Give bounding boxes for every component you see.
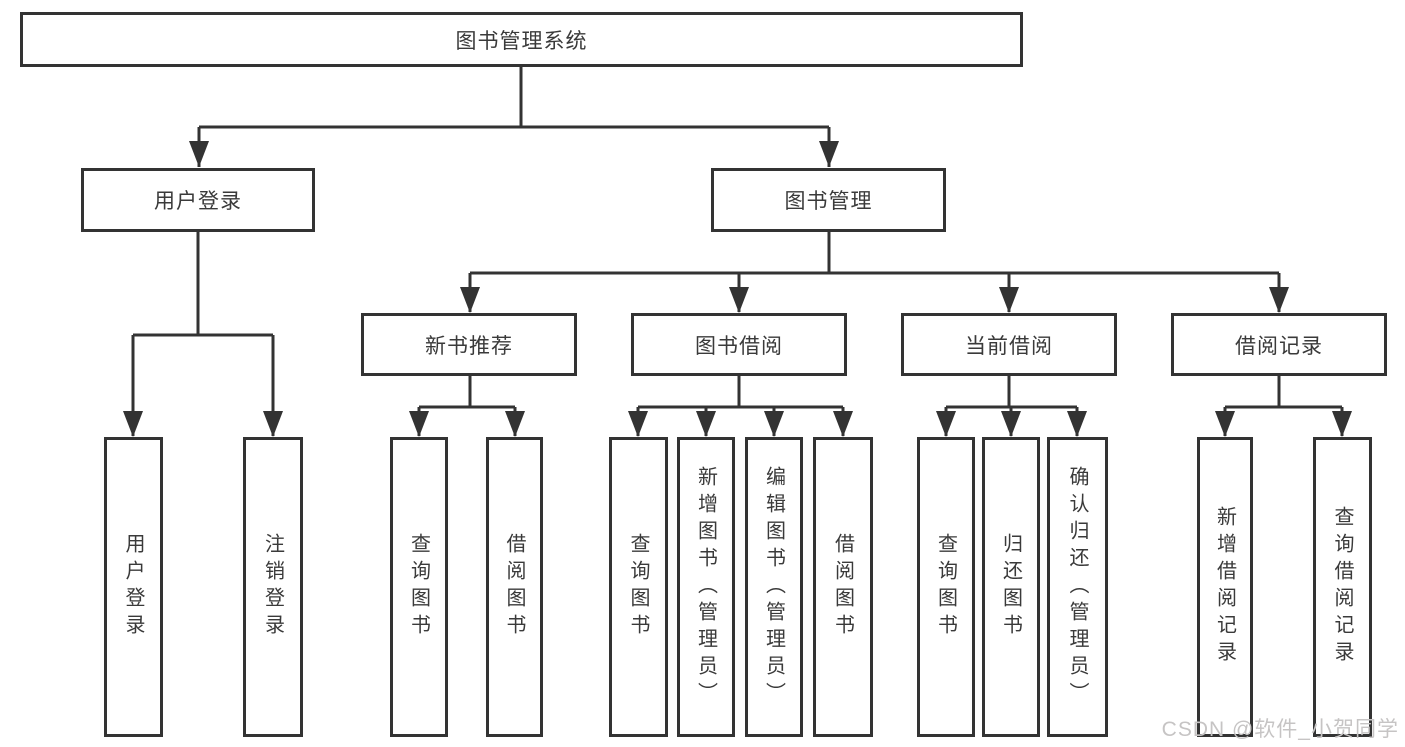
leaf-add-borrow-record-label: 新增借阅记录 bbox=[1213, 506, 1236, 668]
arrowhead-icon bbox=[729, 287, 749, 313]
leaf-edit-books-admin-label: 编辑图书（管理员） bbox=[762, 465, 785, 709]
leaf-query-books-borrow: 查询图书 bbox=[609, 437, 668, 737]
connector-root-to-level2 bbox=[197, 67, 831, 167]
arrowhead-icon bbox=[409, 411, 429, 437]
leaf-add-books-admin: 新增图书（管理员） bbox=[677, 437, 735, 737]
arrowhead-icon bbox=[1067, 411, 1087, 437]
leaf-add-borrow-record: 新增借阅记录 bbox=[1197, 437, 1253, 737]
leaf-query-books-borrow-label: 查询图书 bbox=[627, 533, 649, 641]
leaf-query-books-recommend: 查询图书 bbox=[390, 437, 448, 737]
node-book-management-label: 图书管理 bbox=[784, 190, 873, 213]
arrowhead-icon bbox=[1332, 411, 1352, 437]
leaf-query-borrow-record-label: 查询借阅记录 bbox=[1331, 506, 1353, 668]
connector-newbookrec-children bbox=[417, 376, 517, 436]
leaf-return-books: 归还图书 bbox=[982, 437, 1040, 737]
leaf-user-login: 用户登录 bbox=[104, 437, 163, 737]
node-book-management: 图书管理 bbox=[711, 168, 946, 232]
node-borrowing-records-label: 借阅记录 bbox=[1235, 334, 1323, 358]
leaf-borrow-books-recommend: 借阅图书 bbox=[486, 437, 543, 737]
node-root-label: 图书管理系统 bbox=[455, 29, 588, 53]
leaf-borrow-books: 借阅图书 bbox=[813, 437, 873, 737]
arrowhead-icon bbox=[936, 411, 956, 437]
arrowhead-icon bbox=[764, 411, 784, 437]
node-book-borrowing-label: 图书借阅 bbox=[695, 334, 783, 358]
arrowhead-icon bbox=[189, 141, 209, 167]
arrowhead-icon bbox=[263, 411, 283, 437]
leaf-query-books-current: 查询图书 bbox=[917, 437, 975, 737]
node-root: 图书管理系统 bbox=[20, 12, 1023, 67]
leaf-user-login-label: 用户登录 bbox=[122, 533, 144, 641]
node-current-borrowing-label: 当前借阅 bbox=[965, 334, 1053, 358]
leaf-query-borrow-record: 查询借阅记录 bbox=[1313, 437, 1372, 737]
arrowhead-icon bbox=[819, 141, 839, 167]
arrowhead-icon bbox=[123, 411, 143, 437]
arrowhead-icon bbox=[460, 287, 480, 313]
node-book-borrowing: 图书借阅 bbox=[631, 313, 847, 376]
connector-strokes bbox=[131, 67, 1344, 436]
arrowhead-icon bbox=[628, 411, 648, 437]
node-new-book-recommend-label: 新书推荐 bbox=[425, 334, 513, 358]
leaf-borrow-books-recommend-label: 借阅图书 bbox=[503, 533, 525, 641]
node-user-login: 用户登录 bbox=[81, 168, 315, 232]
leaf-query-books-current-label: 查询图书 bbox=[934, 533, 957, 641]
arrowhead-icon bbox=[696, 411, 716, 437]
arrowhead-icon bbox=[1269, 287, 1289, 313]
arrowhead-icon bbox=[833, 411, 853, 437]
leaf-confirm-return-admin-label: 确认归还（管理员） bbox=[1066, 465, 1088, 709]
leaf-edit-books-admin: 编辑图书（管理员） bbox=[745, 437, 803, 737]
leaf-query-books-recommend-label: 查询图书 bbox=[407, 533, 430, 641]
leaf-logout: 注销登录 bbox=[243, 437, 303, 737]
arrowheads bbox=[123, 141, 1352, 437]
connector-bookborrow-children bbox=[636, 376, 845, 436]
leaf-return-books-label: 归还图书 bbox=[999, 533, 1022, 641]
arrowhead-icon bbox=[999, 287, 1019, 313]
csdn-watermark: CSDN @软件_小贺同学 bbox=[1161, 718, 1399, 741]
node-borrowing-records: 借阅记录 bbox=[1171, 313, 1387, 376]
node-user-login-label: 用户登录 bbox=[154, 190, 242, 213]
node-new-book-recommend: 新书推荐 bbox=[361, 313, 577, 376]
leaf-logout-label: 注销登录 bbox=[261, 533, 284, 641]
leaf-add-books-admin-label: 新增图书（管理员） bbox=[694, 465, 717, 709]
leaf-borrow-books-label: 借阅图书 bbox=[831, 533, 854, 641]
leaf-confirm-return-admin: 确认归还（管理员） bbox=[1047, 437, 1108, 737]
connector-userlogin-children bbox=[131, 232, 275, 436]
connector-bookmgmt-children bbox=[468, 232, 1281, 312]
arrowhead-icon bbox=[1215, 411, 1235, 437]
arrowhead-icon bbox=[1001, 411, 1021, 437]
connector-borrowrecords-children bbox=[1223, 376, 1344, 436]
arrowhead-icon bbox=[505, 411, 525, 437]
node-current-borrowing: 当前借阅 bbox=[901, 313, 1117, 376]
